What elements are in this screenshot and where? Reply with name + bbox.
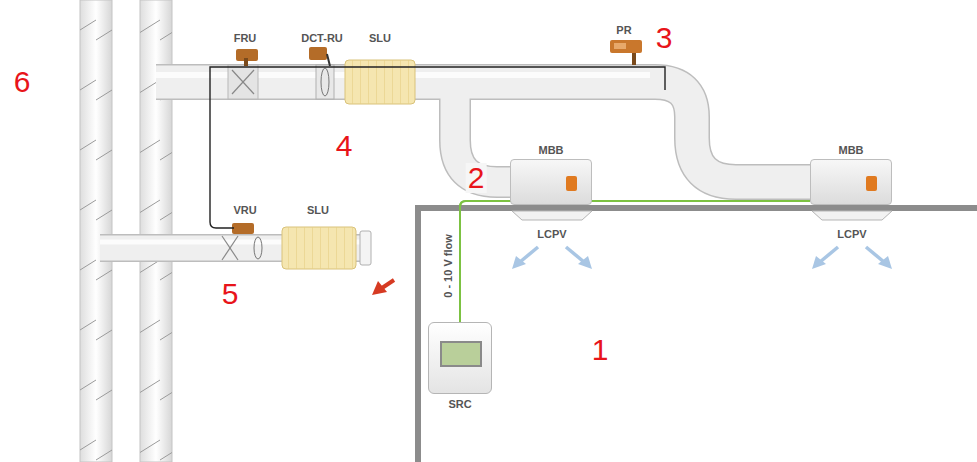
flow-measuring-unit (309, 47, 334, 99)
part-label: VRU (233, 204, 256, 216)
grille (360, 231, 371, 265)
air-arrows (512, 247, 892, 269)
signal-wire (460, 201, 810, 322)
part-label: LCPV (837, 228, 866, 240)
plenum-body (510, 159, 592, 205)
part-label: SLU (307, 204, 329, 216)
callout-number: 4 (336, 131, 353, 161)
part-label: DCT-RU (301, 32, 343, 44)
part-label: FRU (234, 32, 257, 44)
fire-damper (228, 49, 258, 99)
room-controller: SRC (428, 322, 492, 410)
box-title: MBB (810, 144, 892, 159)
plenum-box: MBB (810, 144, 892, 205)
part-label: PR (616, 24, 631, 36)
callout-number: 6 (14, 67, 31, 97)
callout-number: 3 (656, 23, 673, 53)
box-title: MBB (510, 144, 592, 159)
callout-number: 5 (222, 279, 239, 309)
control-wire (210, 67, 665, 228)
callout-number: 1 (592, 335, 609, 365)
plenum-body (810, 159, 892, 205)
callout-number: 2 (466, 163, 487, 193)
actuator (566, 176, 577, 191)
display (440, 341, 482, 367)
diffusers (512, 211, 892, 220)
pressure-sensor (610, 40, 642, 65)
exhaust-arrow (372, 280, 394, 295)
part-label: SLU (369, 32, 391, 44)
device-name: SRC (428, 394, 492, 410)
thermostat (428, 322, 492, 394)
wire-path (460, 201, 510, 322)
signal-wire (460, 201, 510, 322)
silencers (282, 60, 415, 269)
wire-path (460, 201, 810, 322)
actuator (866, 176, 877, 191)
signal-label: 0 - 10 V flow (442, 234, 454, 298)
part-label: LCPV (537, 228, 566, 240)
ducts (100, 75, 812, 248)
room-outline (418, 208, 977, 462)
plenum-box: MBB (510, 144, 592, 205)
